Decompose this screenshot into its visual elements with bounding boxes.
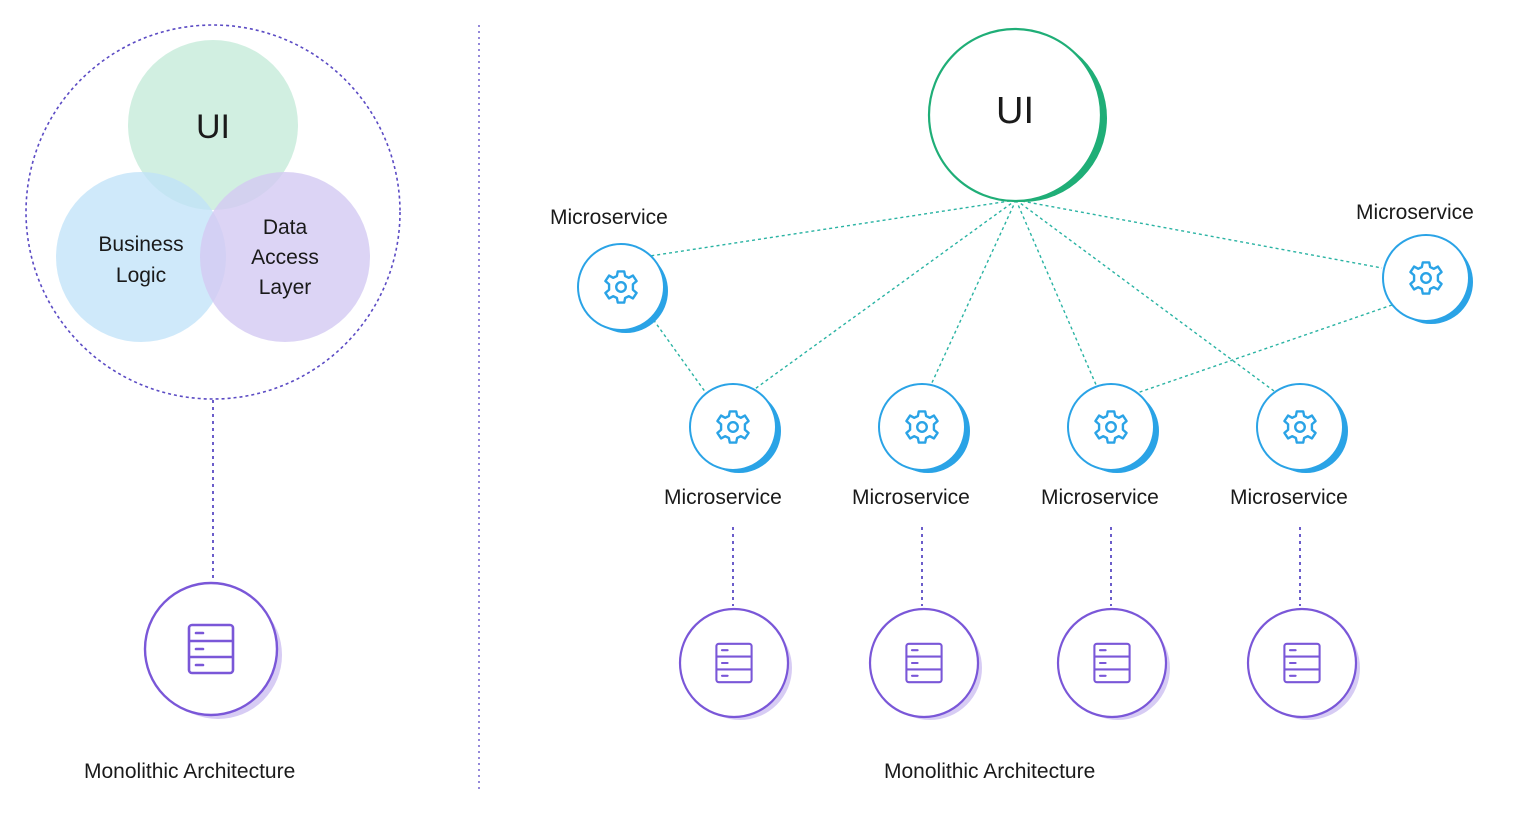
service-label-3: Microservice	[852, 486, 970, 509]
microservices-caption: Monolithic Architecture	[884, 760, 1096, 783]
service-node-2	[689, 383, 781, 473]
microservice-connectors	[649, 199, 1393, 394]
service-node-5	[1256, 383, 1348, 473]
venn-data-circle	[200, 172, 370, 342]
service-label-1: Microservice	[550, 206, 668, 229]
monolith-boundary	[25, 24, 401, 400]
service-node-3	[878, 383, 970, 473]
venn-data-label: Data Access Layer	[225, 213, 345, 303]
venn-data-line1: Data	[262, 216, 308, 239]
monolith-caption: Monolithic Architecture	[84, 760, 296, 783]
microservice-db-connectors	[732, 527, 1301, 606]
service-label-6: Microservice	[1356, 201, 1474, 224]
service-node-6	[1382, 234, 1473, 324]
venn-ui-label: UI	[196, 108, 230, 146]
database-node-4	[1246, 607, 1360, 720]
venn-business-line2: Logic	[115, 264, 167, 287]
monolith-database-node	[143, 581, 282, 719]
service-label-2: Microservice	[664, 486, 782, 509]
service-node-1	[577, 243, 668, 333]
ui-node-label: UI	[996, 90, 1034, 132]
service-label-5: Microservice	[1230, 486, 1348, 509]
database-node-3	[1056, 607, 1170, 720]
venn-data-line3: Layer	[258, 276, 312, 299]
venn-data-line2: Access	[251, 246, 319, 269]
venn-business-circle	[56, 172, 226, 342]
venn-ui-circle	[128, 40, 298, 210]
database-node-1	[678, 607, 792, 720]
ui-node	[927, 27, 1107, 203]
database-node-2	[868, 607, 982, 720]
venn-business-label: Business Logic	[76, 229, 206, 291]
monolith-section	[25, 24, 401, 719]
service-label-4: Microservice	[1041, 486, 1159, 509]
service-node-4	[1067, 383, 1159, 473]
venn-business-line1: Business	[98, 233, 184, 256]
